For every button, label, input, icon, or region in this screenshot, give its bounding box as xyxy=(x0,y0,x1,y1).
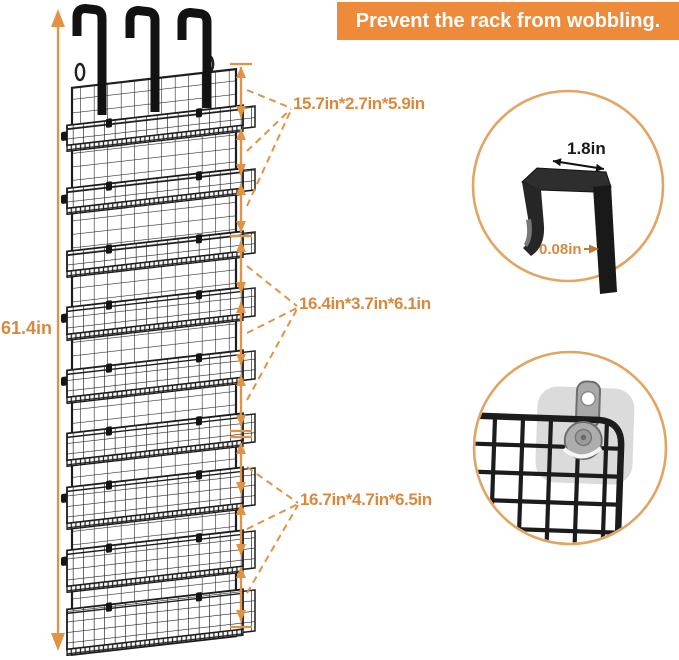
basket-size-label-small: 15.7in*2.7in*5.9in xyxy=(293,94,425,113)
overall-height-dimension-line xyxy=(51,9,65,651)
basket-size-label-large: 16.7in*4.7in*6.5in xyxy=(300,490,432,509)
hook-thickness-label: 0.08in xyxy=(539,241,582,258)
promo-banner: Prevent the rack from wobbling. xyxy=(337,2,679,40)
over-door-hook-icon xyxy=(72,4,107,115)
over-door-hooks xyxy=(72,4,212,115)
hook-width-label: 1.8in xyxy=(567,139,606,158)
basket-size-label-medium: 16.4in*3.7in*6.1in xyxy=(299,294,431,313)
over-door-hook-icon xyxy=(177,8,212,108)
overall-height-label: 61.4in xyxy=(1,318,53,338)
hook-thickness-arrow xyxy=(584,244,599,254)
basket-medium-3 xyxy=(66,412,256,468)
over-door-hook-icon xyxy=(125,6,160,112)
adhesive-hook-detail-circle xyxy=(472,350,668,546)
basket-height-arrows xyxy=(230,62,252,629)
basket-small-1 xyxy=(66,104,256,153)
rack-illustration xyxy=(61,67,256,657)
adhesive-hook-disc xyxy=(562,420,603,460)
door-hook-icon xyxy=(521,167,617,294)
hook-detail-circle xyxy=(471,89,665,294)
basket-medium-2 xyxy=(66,349,256,405)
hook-width-arrow xyxy=(552,158,605,172)
wire-grid xyxy=(472,411,625,546)
leader-lines xyxy=(246,89,299,594)
